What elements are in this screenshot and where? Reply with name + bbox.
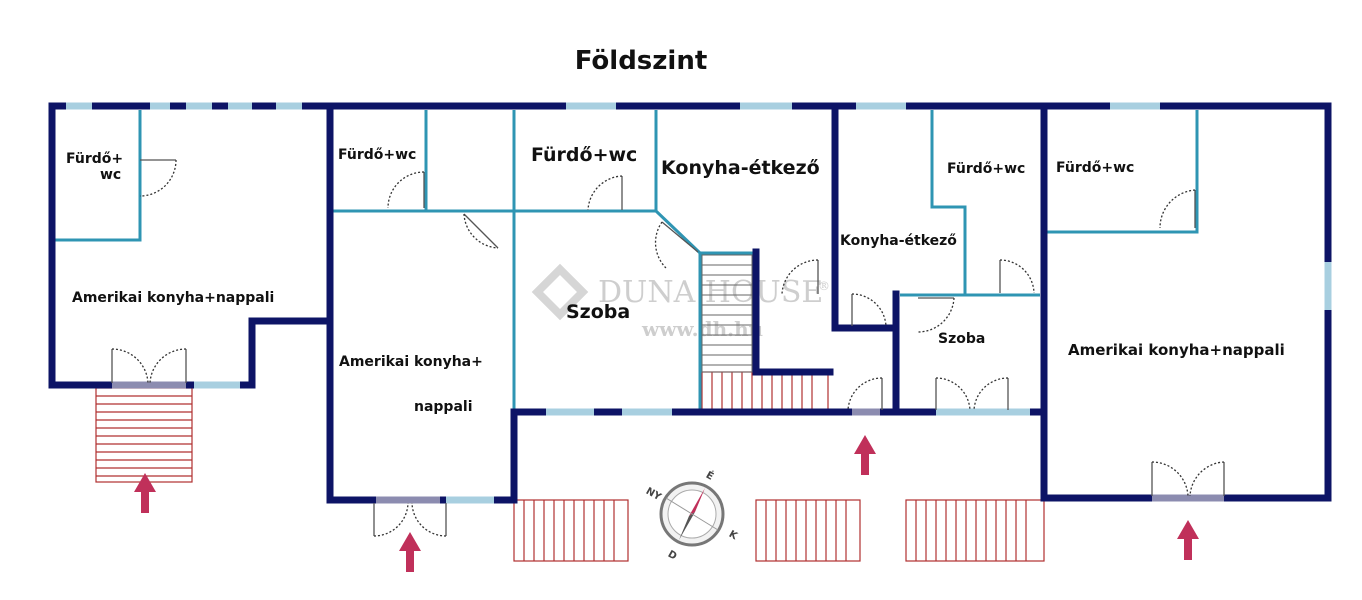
stairs-interior-lower [701, 371, 829, 411]
room-label-room2: Szoba [938, 331, 985, 347]
door-bath4 [999, 259, 1035, 294]
arrow-up-icon [1177, 520, 1199, 560]
door-bath1 [139, 159, 177, 197]
entrance-arrows [134, 435, 1199, 572]
room-labels: Fürdő+ wc Fürdő+wc Fürdő+wc Konyha-étkez… [66, 144, 1285, 415]
door-entry-west [111, 348, 187, 384]
floor-title: Földszint [575, 46, 708, 76]
room-label-bath1-b: wc [100, 167, 121, 183]
compass: NY É K D [644, 468, 740, 562]
room-label-open3: Amerikai konyha+nappali [1068, 341, 1285, 359]
room-label-bath5: Fürdő+wc [1056, 160, 1134, 176]
windows [66, 102, 1332, 504]
room-label-bath1: Fürdő+ [66, 151, 123, 167]
compass-label-e: É [704, 468, 717, 483]
room-label-open2: Amerikai konyha+ [339, 354, 483, 370]
compass-label-w: D [666, 549, 679, 563]
door-bath3 [587, 175, 623, 211]
room-label-open1: Amerikai konyha+nappali [72, 290, 274, 306]
watermark-reg: ® [818, 279, 830, 293]
door-room2-double [935, 377, 1009, 411]
inner-walls [55, 110, 1199, 412]
door-bath5 [1159, 189, 1196, 229]
arrow-up-icon [399, 532, 421, 572]
room-label-kitchen1: Konyha-étkező [661, 157, 820, 179]
door-open2 [463, 213, 499, 249]
room-label-bath3: Fürdő+wc [531, 144, 637, 166]
stairs-south-2 [755, 499, 861, 562]
stairs-south-1 [513, 499, 629, 562]
room-label-bath2: Fürdő+wc [338, 147, 416, 163]
stairs-west [95, 387, 193, 483]
door-hall [847, 377, 883, 411]
room-label-bath4: Fürdő+wc [947, 161, 1025, 177]
room-label-kitchen2: Konyha-étkező [840, 233, 957, 249]
compass-label-n: NY [644, 486, 664, 504]
arrow-up-icon [134, 473, 156, 513]
compass-label-s: K [727, 529, 740, 543]
door-kitchen2 [851, 293, 887, 327]
doors [111, 159, 1225, 537]
door-room1 [654, 221, 699, 269]
stairs-south-3 [905, 499, 1045, 562]
door-entry-east [1151, 461, 1225, 497]
door-room2 [917, 297, 955, 333]
arrow-up-icon [854, 435, 876, 475]
stairs-interior-upper [701, 254, 753, 373]
room-label-open2-b: nappali [414, 399, 473, 415]
door-bath2 [387, 171, 425, 209]
door-kitchen1 [781, 259, 819, 295]
room-label-room1: Szoba [566, 301, 630, 323]
door-entry-south [373, 502, 447, 537]
